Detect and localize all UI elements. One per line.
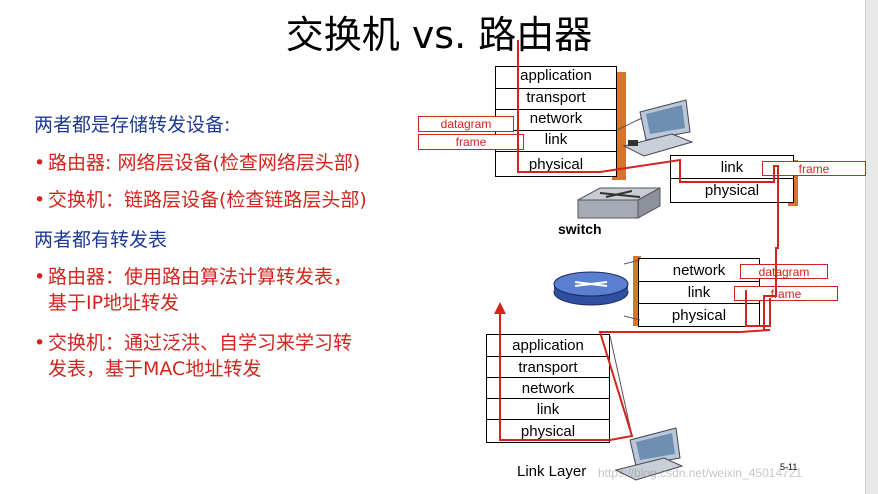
footer-label: Link Layer: [517, 463, 587, 480]
switch-label: switch: [558, 221, 602, 237]
router-datagram-tag: datagram: [740, 264, 828, 279]
packet-arrow-head: [494, 302, 506, 314]
bullet-router-layer: •路由器: 网络层设备(检查网络层头部): [34, 152, 361, 174]
top-datagram-tag: datagram: [418, 116, 514, 132]
router-frame-tag: frame: [734, 286, 838, 301]
router-icon: [553, 271, 629, 306]
switch-frame-tag: frame: [762, 161, 866, 176]
bullet-switch-layer: •交换机：链路层设备(检查链路层头部): [34, 189, 367, 211]
router-layer-physical: physical: [638, 303, 760, 327]
page-number: 5-11: [780, 462, 798, 472]
bottom-layer-transport: transport: [486, 356, 610, 378]
router-stack-shadow: [633, 256, 641, 326]
bullet-forwarding-table: 两者都有转发表: [34, 229, 168, 251]
router-layer-network: network: [638, 258, 760, 282]
scrollbar[interactable]: [865, 0, 878, 494]
top-computer-icon: [622, 99, 694, 157]
top-layer-transport: transport: [495, 88, 617, 110]
bullet-switch-table: •交换机：通过泛洪、自学习来学习转发表，基于MAC地址转发: [34, 332, 353, 380]
packet-path: [499, 40, 779, 441]
slide-title: 交换机 vs. 路由器: [285, 13, 593, 57]
bottom-layer-application: application: [486, 334, 610, 357]
top-layer-application: application: [495, 66, 617, 89]
bottom-layer-network: network: [486, 377, 610, 399]
switch-icon: [577, 187, 661, 219]
top-frame-tag: frame: [418, 134, 524, 150]
bullet-router-table: •路由器：使用路由算法计算转发表，基于IP地址转发: [34, 266, 353, 314]
bottom-computer-icon: [614, 427, 684, 481]
bullet-store-forward: 两者都是存储转发设备:: [34, 114, 231, 136]
watermark: https://blog.csdn.net/weixin_45014721: [598, 466, 803, 480]
